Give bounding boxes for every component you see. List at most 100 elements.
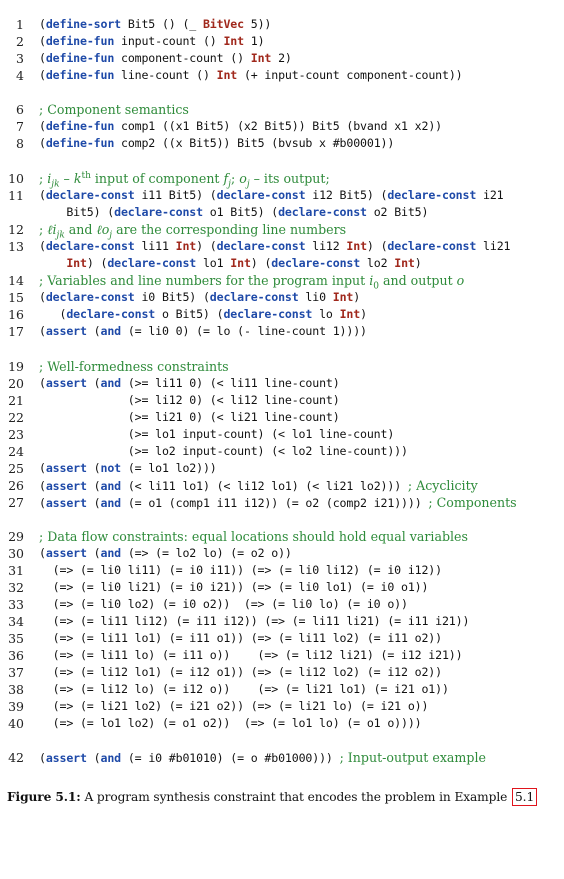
code-token: ( [39, 461, 46, 475]
line-number: 4 [16, 68, 24, 83]
line-number: 33 [8, 597, 24, 612]
code-token: (= li0 0) (= lo (- line-count 1)))) [121, 324, 367, 338]
code-line: Int) (declare-const lo1 Int) (declare-co… [39, 255, 560, 272]
code-token: 5)) [243, 17, 272, 31]
code-line: (=> (= li21 lo2) (= i21 o2)) (=> (= li21… [39, 698, 560, 715]
comment-token: j [228, 179, 231, 190]
code-token: ( [39, 324, 46, 338]
line-number: 37 [8, 665, 24, 680]
line-number: 23 [8, 427, 24, 442]
line-number: 36 [8, 648, 24, 663]
keyword-token: declare-const [45, 239, 135, 253]
code-token: (=> (= li0 li11) (= i0 i11)) (=> (= li0 … [39, 563, 442, 577]
code-token: lo1 [196, 256, 231, 270]
code-token: (>= lo1 input-count) (< lo1 line-count) [39, 427, 395, 441]
code-line: (declare-const li11 Int) (declare-const … [39, 238, 560, 255]
code-token: i11 Bit5) ( [134, 188, 217, 202]
code-line: Bit5) (declare-const o1 Bit5) (declare-c… [39, 204, 560, 221]
keyword-token: and [100, 376, 122, 390]
line-number: 21 [8, 393, 24, 408]
code-line: (>= li21 0) (< li21 line-count) [39, 409, 560, 426]
code-token: ( [39, 119, 46, 133]
code-token: o2 Bit5) [366, 205, 429, 219]
code-token: (< li11 lo1) (< li12 lo1) (< li21 lo2))) [121, 479, 408, 493]
keyword-token: and [100, 751, 122, 765]
keyword-token: declare-const [45, 188, 135, 202]
comment-token: input of component [90, 171, 224, 186]
type-token: Int [175, 239, 197, 253]
type-token: Int [66, 256, 87, 270]
comment-token: are the corresponding line numbers [112, 222, 347, 237]
caption-text: A program synthesis constraint that enco… [80, 790, 512, 804]
example-reference-link[interactable]: 5.1 [512, 788, 538, 806]
code-line: (=> (= li0 li11) (= i0 i11)) (=> (= li0 … [39, 562, 560, 579]
code-line: (define-fun comp1 ((x1 Bit5) (x2 Bit5)) … [39, 118, 560, 135]
code-token: o Bit5) ( [155, 307, 224, 321]
code-token: (=> (= li0 li21) (= i0 i21)) (=> (= li0 … [39, 580, 429, 594]
comment-token: jk [51, 179, 60, 190]
line-number: 29 [8, 529, 24, 544]
keyword-token: declare-const [387, 188, 477, 202]
line-number: 24 [8, 444, 24, 459]
line-number: 1 [16, 17, 24, 32]
code-token: (=> (= li12 lo1) (= i12 o1)) (=> (= li12… [39, 665, 442, 679]
keyword-token: assert [45, 461, 87, 475]
comment-token: ; [230, 171, 240, 186]
code-token: o1 Bit5) ( [202, 205, 279, 219]
code-token: ( [86, 376, 101, 390]
code-token: ) [414, 256, 422, 270]
line-number: 7 [16, 119, 24, 134]
code-line: ; Variables and line numbers for the pro… [39, 272, 560, 292]
code-line: (assert (not (= lo1 lo2))) [39, 460, 560, 477]
type-token: Int [230, 256, 251, 270]
code-token: ( [39, 307, 67, 321]
code-token: (=> (= li12 lo) (= i12 o)) (=> (= li21 l… [39, 682, 449, 696]
line-number: 8 [16, 136, 24, 151]
line-number: 2 [16, 34, 24, 49]
line-number: 10 [8, 171, 24, 186]
code-token: ( [86, 324, 101, 338]
code-token: (>= li21 0) (< li21 line-count) [39, 410, 340, 424]
code-token: (=> (= li21 lo2) (= i21 o2)) (=> (= li21… [39, 699, 429, 713]
keyword-token: declare-const [107, 256, 197, 270]
comment-token: ; Components [428, 495, 517, 510]
code-token: ( [86, 479, 101, 493]
code-token: ( [86, 461, 101, 475]
code-line: (>= lo2 input-count) (< lo2 line-count))… [39, 443, 560, 460]
keyword-token: assert [45, 479, 87, 493]
code-line: ; Well-formedness constraints [39, 358, 560, 376]
code-token: ( [39, 34, 46, 48]
code-line: (>= lo1 input-count) (< lo1 line-count) [39, 426, 560, 443]
code-line: (assert (and (= i0 #b01010) (= o #b01000… [39, 749, 560, 767]
keyword-token: assert [45, 376, 87, 390]
code-line: (=> (= lo1 lo2) (= o1 o2)) (=> (= lo1 lo… [39, 715, 560, 732]
code-token: ( [39, 68, 46, 82]
line-number: 22 [8, 410, 24, 425]
type-token: Int [216, 68, 238, 82]
code-line: (define-fun component-count () Int 2) [39, 50, 560, 67]
line-number: 19 [8, 359, 24, 374]
keyword-token: assert [45, 324, 87, 338]
code-token: ( [86, 546, 101, 560]
code-token: (=> (= lo2 lo) (= o2 o)) [121, 546, 292, 560]
line-number: 27 [8, 495, 24, 510]
code-token: lo [312, 307, 340, 321]
keyword-token: declare-const [66, 307, 156, 321]
code-line: (=> (= li12 lo1) (= i12 o1)) (=> (= li12… [39, 664, 560, 681]
keyword-token: and [100, 496, 122, 510]
line-number: 12 [8, 222, 24, 237]
code-line: (=> (= li12 lo) (= i12 o)) (=> (= li21 l… [39, 681, 560, 698]
line-number: 15 [8, 290, 24, 305]
line-number: 40 [8, 716, 24, 731]
code-token: input-count () [114, 34, 224, 48]
code-line: (=> (= li11 lo) (= i11 o)) (=> (= li12 l… [39, 647, 560, 664]
comment-token: 0 [373, 281, 379, 292]
code-token: (=> (= li0 lo2) (= i0 o2)) (=> (= li0 lo… [39, 597, 408, 611]
code-token: (>= li11 0) (< li11 line-count) [121, 376, 340, 390]
comment-token: ; Input-output example [339, 750, 486, 765]
code-token [39, 256, 66, 270]
comment-token: and [64, 222, 97, 237]
comment-token: ; Data flow constraints: equal locations… [39, 529, 468, 544]
code-token: ( [39, 496, 46, 510]
line-number: 13 [8, 239, 24, 254]
